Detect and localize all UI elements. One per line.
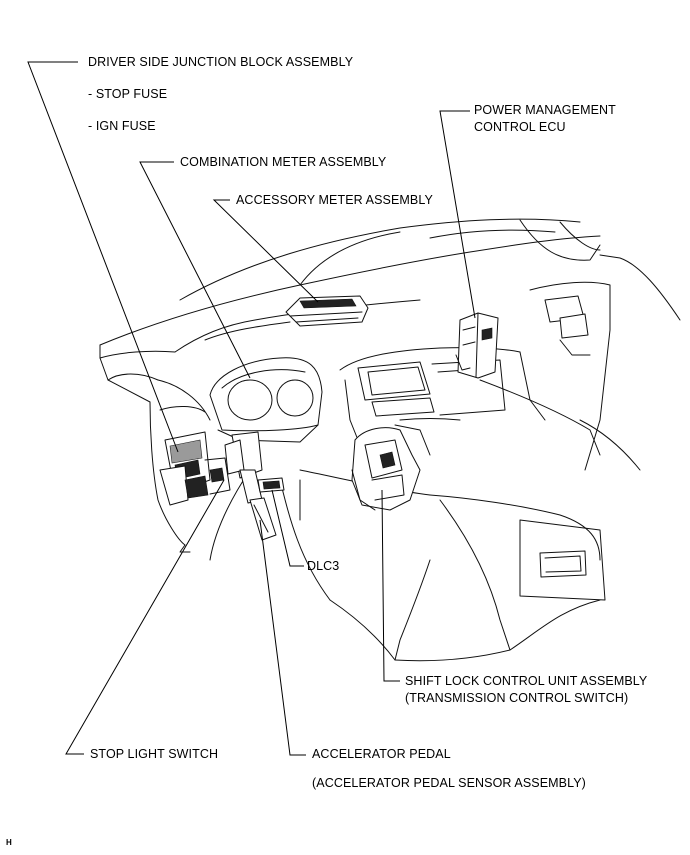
junction-block-drawing	[159, 431, 231, 506]
accelerator-pedal-label: ACCELERATOR PEDAL	[312, 747, 451, 761]
power-management-label-line2: CONTROL ECU	[474, 120, 566, 134]
shift-lock-label-line2: (TRANSMISSION CONTROL SWITCH)	[405, 691, 629, 705]
accelerator-pedal-drawing	[239, 469, 277, 541]
dlc3-drawing	[257, 477, 285, 493]
dlc3-label: DLC3	[307, 559, 340, 573]
accessory-meter-drawing	[285, 295, 369, 327]
stop-light-switch-label: STOP LIGHT SWITCH	[90, 747, 219, 761]
driver-side-junction-block-label: DRIVER SIDE JUNCTION BLOCK ASSEMBLY	[88, 55, 354, 69]
accessory-meter-label: ACCESSORY METER ASSEMBLY	[236, 193, 433, 207]
combination-meter-label: COMBINATION METER ASSEMBLY	[180, 155, 387, 169]
stop-fuse-label: - STOP FUSE	[88, 87, 168, 101]
power-management-ecu-drawing	[455, 312, 499, 379]
leader-lines	[27, 61, 476, 756]
corner-mark: H	[6, 838, 12, 847]
accelerator-pedal-sensor-label: (ACCELERATOR PEDAL SENSOR ASSEMBLY)	[312, 776, 586, 790]
power-management-label-line1: POWER MANAGEMENT	[474, 103, 616, 117]
combination-meter-drawing	[209, 357, 323, 479]
ign-fuse-label: - IGN FUSE	[88, 119, 156, 133]
dashboard-drawing	[99, 218, 681, 662]
shift-lock-label-line1: SHIFT LOCK CONTROL UNIT ASSEMBLY	[405, 674, 648, 688]
shift-lock-unit-drawing	[351, 424, 431, 511]
